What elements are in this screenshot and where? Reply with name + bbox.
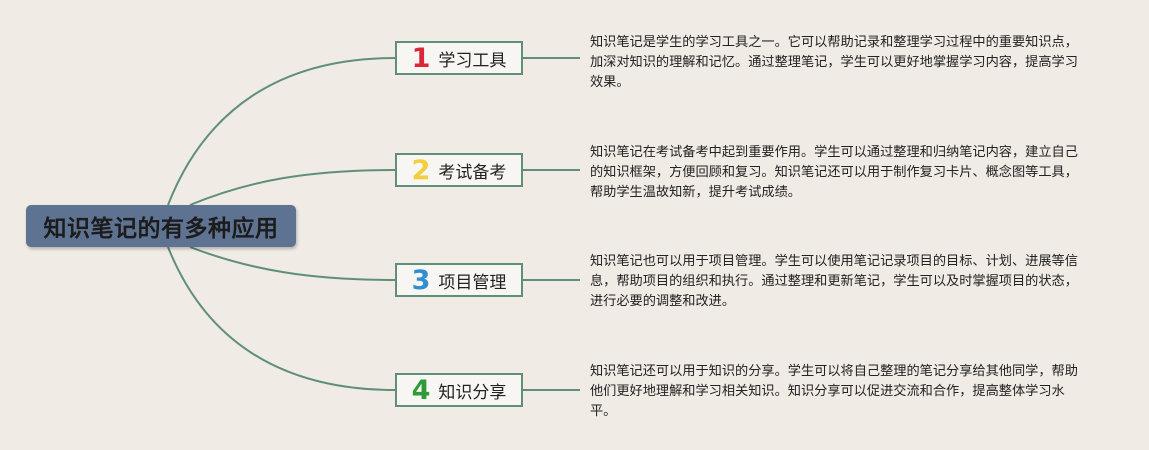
branch-topic-1[interactable]: 1 学习工具	[395, 41, 523, 75]
branch-label-2: 考试备考	[438, 162, 507, 183]
branch-number-1: 1	[411, 42, 431, 74]
branch-number-4: 4	[411, 374, 431, 406]
root-topic-label: 知识笔记的有多种应用	[43, 216, 279, 242]
branch-label-4: 知识分享	[438, 382, 507, 403]
branch-label-3: 项目管理	[438, 272, 507, 293]
branch-topic-3[interactable]: 3 项目管理	[395, 263, 523, 297]
branch-description-2: 知识笔记在考试备考中起到重要作用。学生可以通过整理和归纳笔记内容，建立自己的知识…	[590, 145, 1078, 200]
root-topic[interactable]: 知识笔记的有多种应用	[26, 205, 296, 247]
branch-topic-4[interactable]: 4 知识分享	[395, 373, 523, 407]
branch-topic-2[interactable]: 2 考试备考	[395, 153, 523, 187]
branch-description-1: 知识笔记是学生的学习工具之一。它可以帮助记录和整理学习过程中的重要知识点，加深对…	[590, 35, 1078, 90]
branch-number-2: 2	[411, 154, 431, 186]
connector-branch-4	[167, 246, 396, 391]
connector-branch-1	[167, 57, 396, 206]
connector-branch-3	[189, 246, 396, 281]
connector-branch-2	[189, 169, 396, 206]
branch-label-1: 学习工具	[438, 50, 507, 71]
branch-number-3: 3	[411, 264, 431, 296]
branch-description-4: 知识笔记还可以用于知识的分享。学生可以将自己整理的笔记分享给其他同学，帮助他们更…	[590, 364, 1078, 419]
branch-description-3: 知识笔记也可以用于项目管理。学生可以使用笔记记录项目的目标、计划、进展等信息，帮…	[590, 254, 1078, 309]
